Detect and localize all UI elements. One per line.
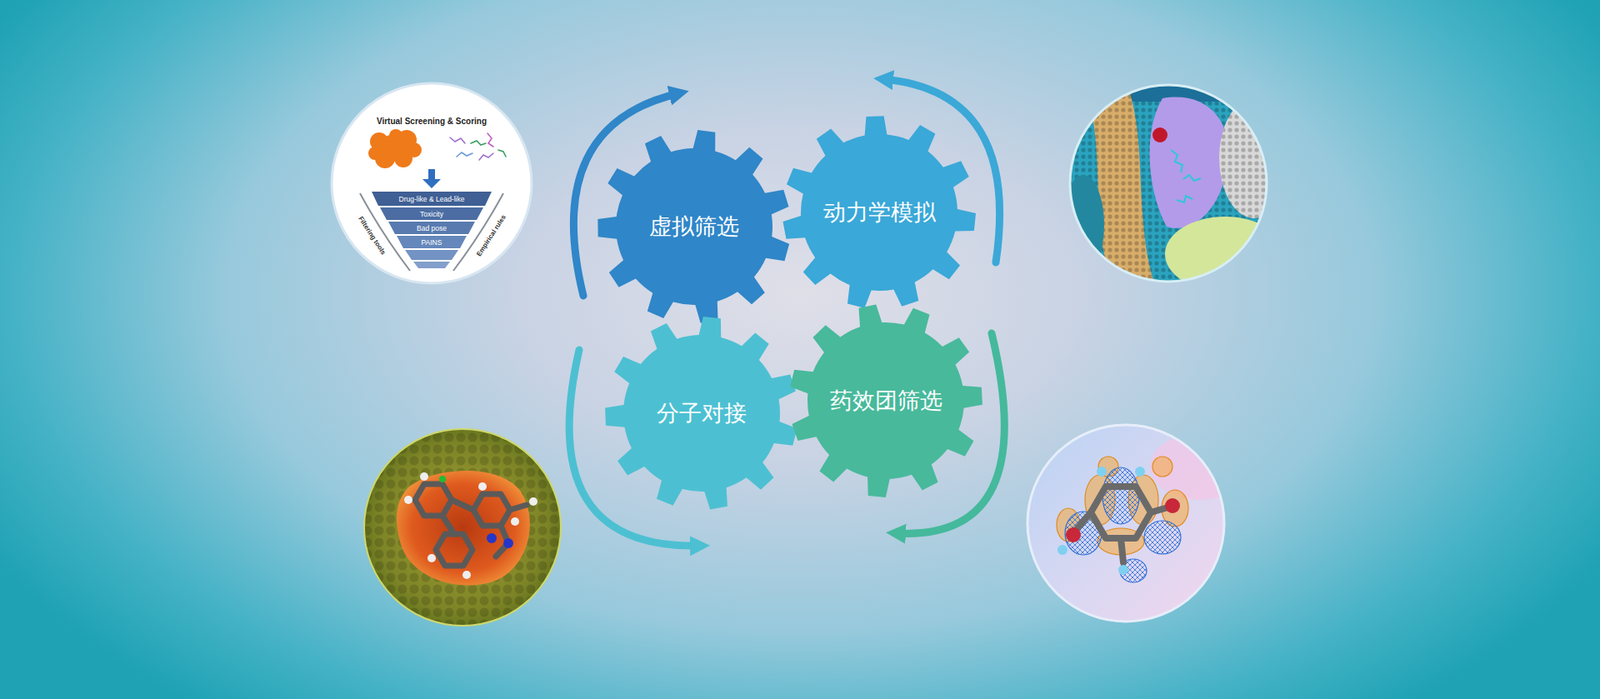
pharmacophore-figure-part xyxy=(1073,486,1171,563)
screening-figure-part xyxy=(389,129,403,143)
screening-figure-part xyxy=(498,150,506,157)
gear-node: 虚拟筛选 xyxy=(594,126,795,327)
figure-border xyxy=(364,429,561,626)
pharmacophore-figure-part xyxy=(1096,466,1107,477)
dynamics-figure-part xyxy=(1150,97,1229,229)
screening-figure-part xyxy=(479,153,494,160)
pharmacophore-figure-part xyxy=(1057,545,1068,555)
screening-figure-part xyxy=(368,129,422,169)
pharmacophore-figure-part xyxy=(1152,456,1173,477)
pharmacophore-figure-part xyxy=(1150,433,1250,500)
screening-figure-part xyxy=(368,146,382,160)
screening-figure-part xyxy=(380,207,484,220)
docking-figure-part xyxy=(451,500,474,510)
screening-figure-part xyxy=(406,142,422,158)
docking-figure-part xyxy=(415,484,452,516)
dynamics-figure-part xyxy=(1219,98,1290,219)
figure-label: Virtual Screening & Scoring xyxy=(376,117,487,126)
dynamics-figure xyxy=(1062,83,1290,292)
dynamics-figure-part xyxy=(1176,195,1193,203)
pharmacophore-figure xyxy=(1025,423,1250,624)
figure-border xyxy=(1070,85,1267,282)
gear-label: 虚拟筛选 xyxy=(649,211,740,242)
docking-figure-part xyxy=(510,517,520,526)
figure-label: PAINS xyxy=(421,238,443,246)
gear-node: 药效团筛选 xyxy=(785,300,986,501)
dynamics-figure-part xyxy=(1219,98,1290,219)
docking-figure-part xyxy=(442,515,455,535)
dynamics-figure-part xyxy=(1062,175,1105,275)
docking-figure-part xyxy=(435,534,473,566)
pharmacophore-figure-part xyxy=(1057,466,1145,575)
figure-label: Toxicity xyxy=(420,210,444,218)
pharmacophore-figure-part xyxy=(1102,467,1140,525)
pharmacophore-figure-part xyxy=(1120,538,1124,563)
pharmacophore-figure-part xyxy=(1090,486,1151,539)
screening-figure-part xyxy=(450,133,506,160)
docking-figure-part xyxy=(427,554,436,563)
screening-figure-part xyxy=(396,235,467,249)
gear-node: 动力学模拟 xyxy=(779,112,980,313)
gear-label: 动力学模拟 xyxy=(823,197,936,228)
docking-figure-part xyxy=(362,427,563,628)
screening-figure-part xyxy=(470,140,486,145)
docking-figure-part xyxy=(404,495,413,505)
screening-figure xyxy=(331,83,532,284)
docking-figure-part xyxy=(396,470,530,586)
docking-figure-part xyxy=(415,484,527,566)
docking-figure-part xyxy=(404,472,538,580)
screening-figure-part xyxy=(428,169,435,180)
screening-figure-part xyxy=(413,261,450,269)
dynamics-figure-part xyxy=(1170,150,1183,173)
pharmacophore-figure-part xyxy=(1065,467,1181,583)
docking-figure-part xyxy=(510,505,527,510)
gear-label: 分子对接 xyxy=(656,398,747,429)
pharmacophore-figure-part xyxy=(1144,520,1181,555)
gear-outline xyxy=(597,130,790,324)
docking-figure-part xyxy=(439,475,446,483)
figure-label: Bad pose xyxy=(416,224,447,232)
screening-figure-part xyxy=(487,133,494,147)
pharmacophore-figure-part xyxy=(1165,498,1180,514)
dynamics-figure-part xyxy=(1183,175,1201,181)
screening-figure-part xyxy=(456,152,473,157)
screening-figure-part xyxy=(405,250,459,260)
docking-figure-part xyxy=(503,538,514,549)
pharmacophore-figure-part xyxy=(1025,423,1226,624)
docking-figure-part xyxy=(486,533,497,544)
docking-figure-part xyxy=(478,482,487,491)
screening-figure-part xyxy=(371,191,492,206)
gear-outline xyxy=(783,115,976,309)
screening-figure-part xyxy=(450,137,465,144)
docking-figure-part xyxy=(420,472,429,481)
gear-outline xyxy=(790,305,983,498)
figure-border xyxy=(1027,425,1225,622)
screening-figure-part xyxy=(422,179,441,189)
gear-outline xyxy=(605,316,797,510)
pharmacophore-figure-part xyxy=(1118,565,1129,575)
screening-figure-part xyxy=(388,221,475,235)
docking-figure-part xyxy=(462,570,471,580)
dynamics-figure-part xyxy=(1152,127,1168,143)
docking-figure xyxy=(362,427,563,628)
figure-label: Drug-like & Lead-like xyxy=(399,195,465,203)
pharmacophore-figure-part xyxy=(1135,466,1145,477)
gear-label: 药效团筛选 xyxy=(830,385,943,416)
docking-figure-part xyxy=(473,494,510,526)
pharmacophore-figure-part xyxy=(1065,527,1081,543)
docking-figure-part xyxy=(362,427,563,628)
screening-figure-part xyxy=(331,83,532,284)
dynamics-figure-part xyxy=(1170,150,1201,203)
docking-figure-part xyxy=(529,497,538,506)
gear-node: 分子对接 xyxy=(601,313,802,514)
